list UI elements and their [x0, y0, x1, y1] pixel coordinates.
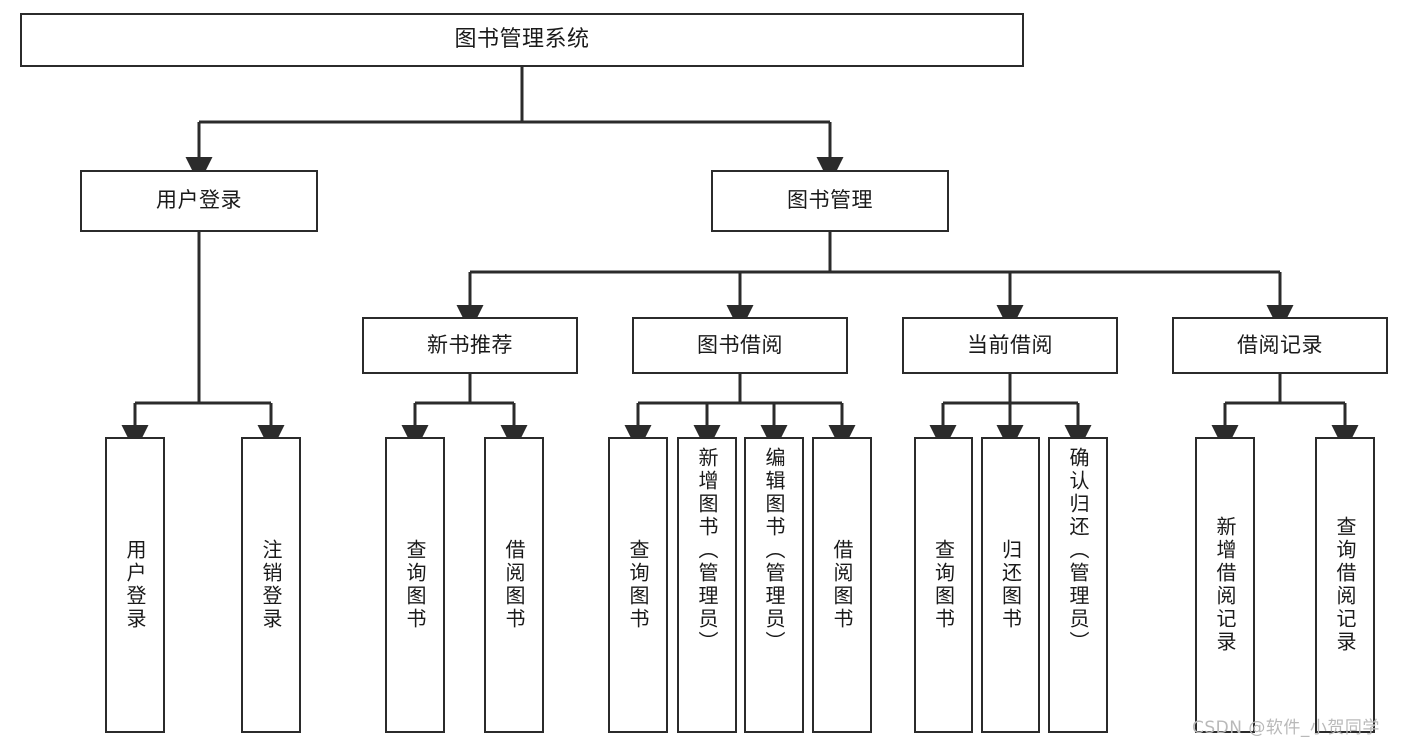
leaf-current-confirm-return-admin[interactable]: 确认归还（管理员）: [1048, 437, 1108, 733]
node-label: 借阅图书: [502, 539, 526, 631]
node-label: 归还图书: [998, 539, 1023, 631]
node-label: 新增借阅记录: [1213, 516, 1237, 654]
node-label: 借阅记录: [1237, 332, 1323, 357]
node-label: 当前借阅: [967, 332, 1053, 357]
csdn-watermark: CSDN @软件_小贺同学: [1192, 718, 1380, 738]
leaf-borrow-edit-book-admin[interactable]: 编辑图书（管理员）: [744, 437, 804, 733]
node-current-borrow[interactable]: 当前借阅: [902, 317, 1118, 374]
node-root-system[interactable]: 图书管理系统: [20, 13, 1024, 67]
node-user-login[interactable]: 用户登录: [80, 170, 318, 232]
node-book-management[interactable]: 图书管理: [711, 170, 949, 232]
node-label: 查询图书: [403, 539, 427, 631]
node-new-book-recommend[interactable]: 新书推荐: [362, 317, 578, 374]
leaf-borrow-add-book-admin[interactable]: 新增图书（管理员）: [677, 437, 737, 733]
node-book-borrow[interactable]: 图书借阅: [632, 317, 848, 374]
node-label: 新增图书（管理员）: [695, 447, 719, 654]
node-label: 查询图书: [626, 539, 650, 631]
leaf-user-logout[interactable]: 注销登录: [241, 437, 301, 733]
leaf-recommend-borrow-book[interactable]: 借阅图书: [484, 437, 544, 733]
node-label: 注销登录: [259, 539, 283, 631]
leaf-record-add-borrow-record[interactable]: 新增借阅记录: [1195, 437, 1255, 733]
node-label: 图书借阅: [697, 332, 783, 357]
node-label: 查询借阅记录: [1333, 516, 1357, 654]
node-label: 编辑图书（管理员）: [762, 447, 786, 654]
node-label: 图书管理系统: [454, 26, 590, 52]
node-label: 用户登录: [156, 188, 242, 213]
leaf-user-login[interactable]: 用户登录: [105, 437, 165, 733]
node-borrow-record[interactable]: 借阅记录: [1172, 317, 1388, 374]
node-label: 借阅图书: [830, 539, 854, 631]
node-label: 确认归还（管理员）: [1066, 447, 1090, 654]
node-label: 图书管理: [787, 188, 873, 213]
node-label: 新书推荐: [427, 332, 513, 357]
leaf-borrow-query-book[interactable]: 查询图书: [608, 437, 668, 733]
leaf-record-query-borrow-record[interactable]: 查询借阅记录: [1315, 437, 1375, 733]
leaf-current-return-book[interactable]: 归还图书: [981, 437, 1040, 733]
leaf-borrow-borrow-book[interactable]: 借阅图书: [812, 437, 872, 733]
leaf-current-query-book[interactable]: 查询图书: [914, 437, 973, 733]
node-label: 查询图书: [931, 539, 956, 631]
node-label: 用户登录: [123, 539, 147, 631]
leaf-recommend-query-book[interactable]: 查询图书: [385, 437, 445, 733]
